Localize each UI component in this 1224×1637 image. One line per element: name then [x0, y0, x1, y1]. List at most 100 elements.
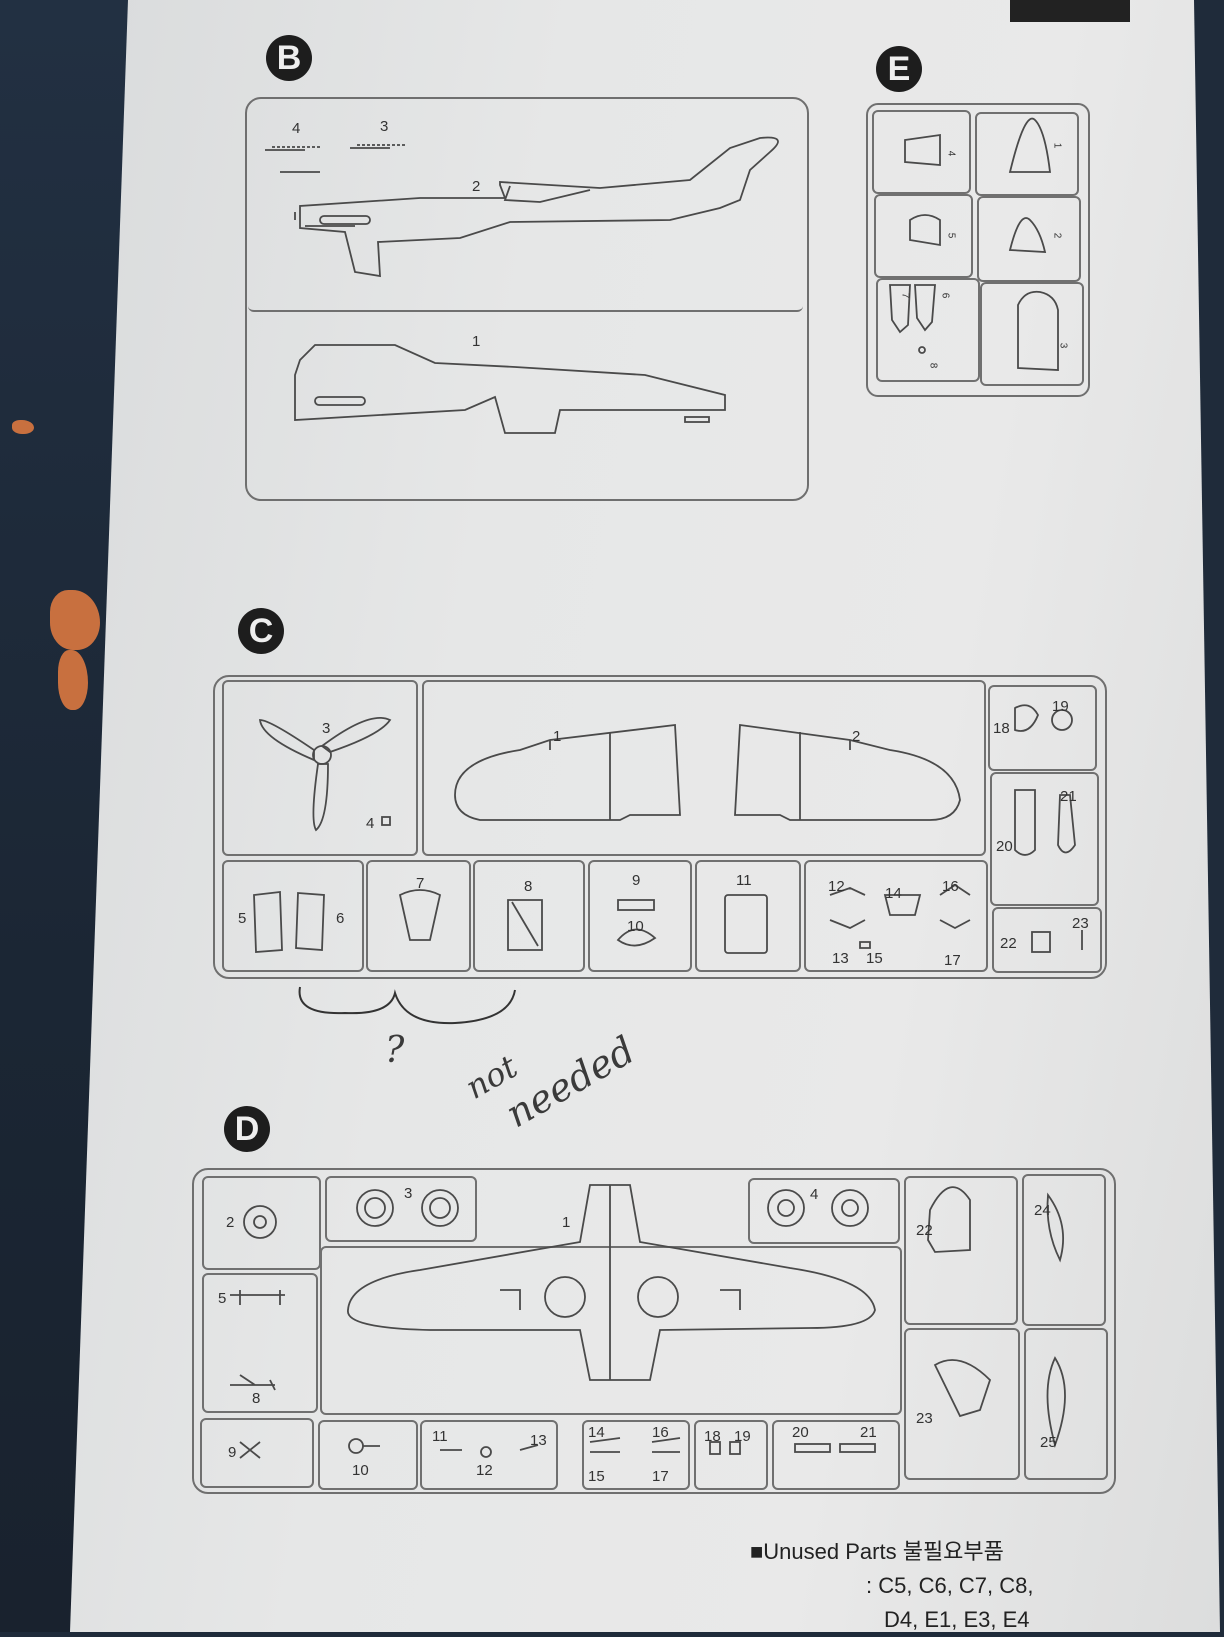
- part-d16-label: 16: [652, 1424, 669, 1441]
- unused-parts-line2: D4, E1, E3, E4: [884, 1607, 1030, 1632]
- part-c14-label: 14: [885, 885, 902, 902]
- part-e3-label: 3: [1057, 342, 1069, 349]
- c20-c21-cell: [990, 772, 1099, 906]
- d20-d21-cell: [772, 1420, 900, 1490]
- section-d-badge: D: [224, 1106, 270, 1152]
- part-e6-label: 6: [939, 292, 951, 299]
- part-d15-label: 15: [588, 1468, 605, 1485]
- part-c13-label: 13: [832, 950, 849, 967]
- section-e-badge: E: [876, 46, 922, 92]
- part-c6-label: 6: [336, 910, 345, 927]
- part-d23-label: 23: [916, 1410, 933, 1427]
- part-c23-label: 23: [1072, 915, 1089, 932]
- part-c22-label: 22: [1000, 935, 1017, 952]
- canopy-e2-cell: [977, 196, 1081, 282]
- sheet-header-bar: [1010, 0, 1130, 22]
- d23-cell: [904, 1328, 1020, 1480]
- sprue-b-upper: [248, 100, 803, 312]
- part-b4-label: 4: [292, 120, 301, 137]
- part-c7-label: 7: [416, 875, 425, 892]
- c5-c6-cell: [222, 860, 364, 972]
- propeller-c3: [258, 716, 392, 832]
- part-d13-label: 13: [530, 1432, 547, 1449]
- part-d11-label: 11: [432, 1428, 448, 1445]
- d18-d19-cell: [694, 1420, 768, 1490]
- c8-cell: [473, 860, 585, 972]
- canopy-parts-e: [889, 117, 1059, 371]
- wing-lower-cell: [320, 1246, 902, 1415]
- canopy-e5-cell: [874, 194, 973, 278]
- wing-upper-cell: [422, 680, 986, 856]
- sprue-b-frame: [245, 97, 809, 501]
- c9-c10-cell: [588, 860, 692, 972]
- d3-cell: [325, 1176, 477, 1242]
- rust-stain: [50, 590, 100, 650]
- part-c16-label: 16: [942, 878, 959, 895]
- d2-cell: [202, 1176, 321, 1270]
- part-c21-label: 21: [1060, 788, 1077, 805]
- unused-parts-note: ■Unused Parts 불필요부품 : C5, C6, C7, C8, D4…: [750, 1535, 1034, 1637]
- part-b3-b4-sprue: [272, 144, 407, 148]
- part-c1-label: 1: [553, 728, 562, 745]
- part-c18-label: 18: [993, 720, 1010, 737]
- part-d19-label: 19: [734, 1428, 751, 1445]
- part-e5-label: 5: [945, 232, 957, 239]
- part-d5-label: 5: [218, 1290, 227, 1307]
- instruction-sheet: [70, 0, 1220, 1632]
- part-e8-label: 8: [927, 362, 939, 369]
- d25-cell: [1024, 1328, 1108, 1480]
- section-b-badge: B: [266, 35, 312, 81]
- part-d22-label: 22: [916, 1222, 933, 1239]
- part-d1-label: 1: [562, 1214, 571, 1231]
- c22-c23-cell: [992, 907, 1102, 973]
- part-c4-label: 4: [366, 815, 375, 832]
- part-b2-label: 2: [472, 178, 481, 195]
- part-b3-label: 3: [380, 118, 389, 135]
- canopy-e1-cell: [975, 112, 1079, 196]
- part-e1-label: 1: [1051, 142, 1063, 149]
- part-b1-label: 1: [472, 333, 481, 350]
- parts-c18-c23: [1014, 704, 1083, 953]
- d5-d8-cell: [202, 1273, 318, 1413]
- part-c5-label: 5: [238, 910, 247, 927]
- wing-upper-c1: [454, 723, 681, 821]
- square-bullet-icon: ■: [750, 1539, 764, 1564]
- part-c15-label: 15: [866, 950, 883, 967]
- wing-upper-c2: [734, 723, 961, 821]
- part-e4-label: 4: [945, 150, 957, 157]
- part-d8-label: 8: [252, 1390, 261, 1407]
- rust-stain: [12, 420, 34, 434]
- d4-cell: [748, 1178, 900, 1244]
- parts-d2-d25: [230, 1186, 1066, 1459]
- c18-c19-cell: [988, 685, 1097, 771]
- sprue-c-frame: [213, 675, 1107, 979]
- c12-c17-cell: [804, 860, 988, 972]
- part-d3-label: 3: [404, 1185, 413, 1202]
- part-d9-label: 9: [228, 1444, 237, 1461]
- d10-cell: [318, 1420, 418, 1490]
- part-c19-label: 19: [1052, 698, 1069, 715]
- parts-c5-c17: [253, 883, 971, 954]
- sprue-e-frame: [866, 103, 1090, 397]
- part-d12-label: 12: [476, 1462, 493, 1479]
- part-d25-label: 25: [1040, 1434, 1057, 1451]
- part-d20-label: 20: [792, 1424, 809, 1441]
- part-d21-label: 21: [860, 1424, 877, 1441]
- propeller-cell: [222, 680, 418, 856]
- fuselage-half-b2: [265, 136, 779, 278]
- part-d4-label: 4: [810, 1186, 819, 1203]
- d22-cell: [904, 1176, 1018, 1325]
- part-c20-label: 20: [996, 838, 1013, 855]
- rust-stain: [58, 650, 88, 710]
- d11-d13-cell: [420, 1420, 558, 1490]
- part-c9-label: 9: [632, 872, 641, 889]
- fuselage-half-b1: [294, 344, 726, 434]
- part-d18-label: 18: [704, 1428, 721, 1445]
- part-c17-label: 17: [944, 952, 961, 969]
- part-c11-label: 11: [736, 872, 752, 889]
- d14-d17-cell: [582, 1420, 690, 1490]
- d9-cell: [200, 1418, 314, 1488]
- canopy-e3-cell: [980, 282, 1084, 386]
- c7-cell: [366, 860, 471, 972]
- d24-cell: [1022, 1174, 1106, 1326]
